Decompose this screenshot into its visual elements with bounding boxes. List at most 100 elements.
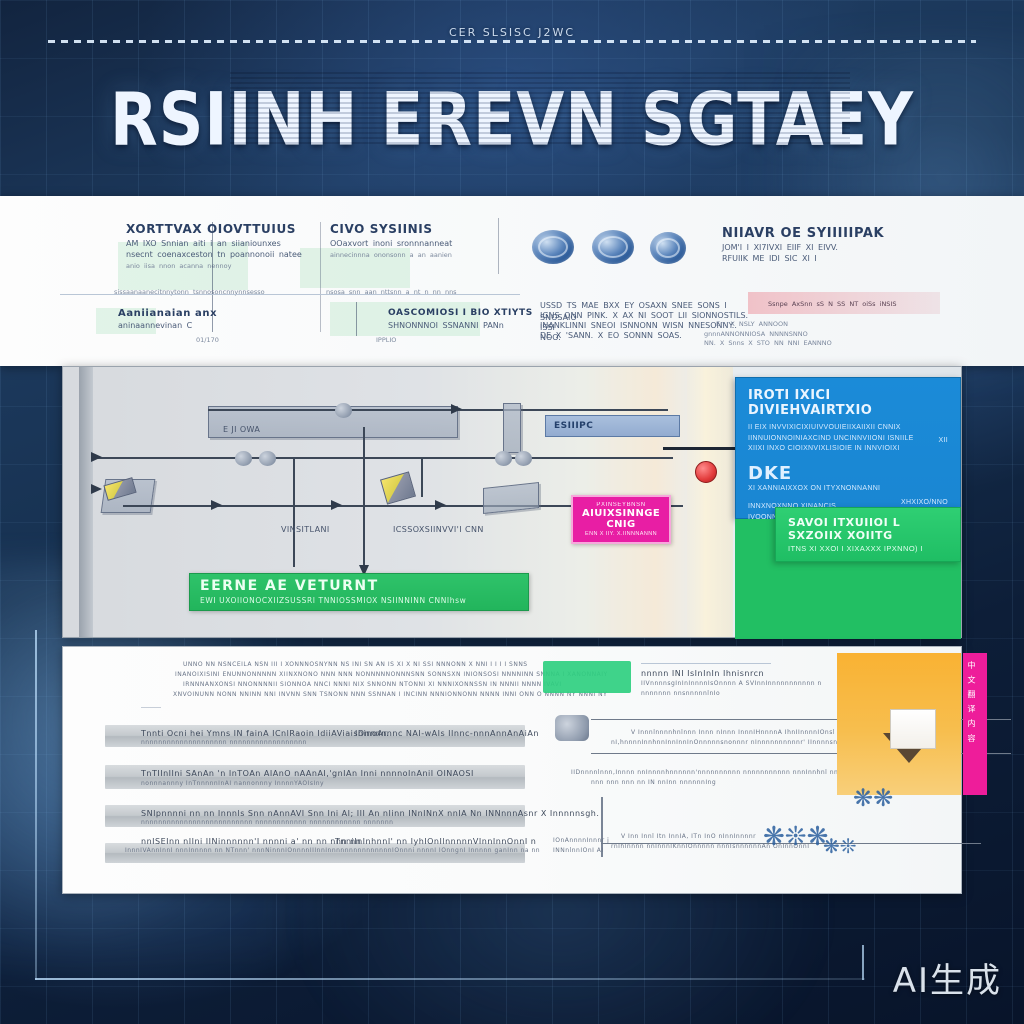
- note-rule-1: [641, 663, 771, 664]
- magenta-box-sub: ENN X IIY. X.IINNNANNN: [585, 531, 657, 537]
- gray-bar-1-text: Tnnti Ocni hei Ymns IN fainA ICnlRaoin I…: [141, 729, 390, 738]
- top-side-note-3: NN. X Snns X STO NN NNI EANNNO: [704, 339, 832, 347]
- top-side-note-2: gnnnANNONNIOSA NNNNSNNO: [704, 330, 808, 338]
- right-note-1-heading: nnnnn INI IsInInIn Ihnisnrcn: [641, 669, 765, 678]
- arrow-down-green: [359, 565, 369, 576]
- top-divider-3: [356, 302, 357, 336]
- seal-icon-emblem: [592, 230, 634, 264]
- flow-diagram-panel: E JI OWA VINSITLANI ICSSOXSIINVVI'I CNN …: [62, 366, 962, 639]
- pink-highlight-bar: [748, 292, 940, 314]
- diagram-label-1: VINSITLANI: [281, 525, 330, 534]
- flow-line-vert-1: [293, 457, 295, 567]
- right-note-1-line1: IIVnnnnsgInInInnnnIsOnnnn A SVInnInnnnnn…: [641, 680, 822, 687]
- top-col2-line2: ainnecinnna ononsonn a an aanien: [330, 251, 452, 259]
- gray-bar-4-sub: InnnIVAnnInnI nnnInnnnn nn NTnnn' nnnNin…: [125, 847, 541, 854]
- note-rule-4: [601, 843, 981, 844]
- big-blue-foot-left-2: IVOONNIIZ: [748, 513, 787, 521]
- green-banner-title: EERNE AE VETURNT: [200, 578, 379, 594]
- tint-block-c: [96, 308, 156, 334]
- seals-caption-line2: RFUIIK ME IDI SIC XI I: [722, 254, 817, 263]
- flow-line-vert-2: [363, 427, 365, 577]
- poster-title: RSIINH EREVN SGTAEY: [110, 76, 914, 163]
- diagram-cream-strip: [687, 367, 733, 637]
- big-blue-side-num: XII: [938, 437, 948, 444]
- diagram-label-0: E JI OWA: [223, 425, 261, 434]
- diagram-magenta-box: PXINSEYBNSN AIUIXSINNGE CNIG ENN X IIY. …: [571, 495, 671, 544]
- diagram-node-top: [208, 406, 458, 438]
- gray-bar-2-sub: nonnnannny InTnnnnnInAI nannonnny InnnnY…: [141, 780, 325, 787]
- arrow-second-start: [91, 452, 102, 462]
- gray-bar-4-text-left: nnISEInn nIIni IINinnnnnn'I nnnni a' nn …: [141, 837, 362, 846]
- frame-line-vertical: [35, 630, 37, 980]
- top-col2-line1: OOaxvort inoni sronnnanneat: [330, 239, 453, 248]
- flow-node-b: [235, 451, 252, 466]
- bottom-intro-rule: [141, 707, 161, 708]
- frame-line-corner: [862, 945, 864, 980]
- tint-block-a: [118, 242, 248, 290]
- gray-bar-3: [105, 805, 525, 827]
- top-body-line1: USSD TS MAE BXX EY OSAXN SNEE SONS I SNO…: [540, 301, 727, 322]
- top-col1-line2: nsecnt coenaxceston tn poannonoii natee: [126, 250, 302, 259]
- red-indicator-dot: [695, 461, 717, 483]
- mini-green-marker: [543, 661, 631, 693]
- tint-block-b: [300, 248, 410, 288]
- top-body-line3: INANKLINNI SNEOI ISNNONN WISN NNESONNY..…: [540, 321, 737, 342]
- top-col2-heading: CIVO SYSIINIS: [330, 222, 433, 236]
- bottom-detail-panel: UNNO NN NSNCEILA NSN III I XONNNOSNYNN N…: [62, 646, 1011, 894]
- top-col1-subline: aninaannevinan C: [118, 321, 193, 330]
- diagram-node-mid-right: [483, 482, 539, 514]
- big-green-line2: ITNS XI XXOI I XIXAXXX IPXNNO) I: [788, 544, 923, 553]
- right-note-4-tag1: IOnAnnnnInnnr j: [553, 837, 610, 844]
- flow-line-vert-3: [421, 457, 423, 497]
- top-divider-4: [498, 218, 499, 274]
- top-divider-1: [212, 222, 213, 332]
- sketch-foliage-a: ❋❋: [853, 785, 894, 812]
- ai-generated-watermark: AI生成: [892, 961, 1002, 1001]
- sketch-foliage-b: ❋❊❋: [763, 821, 829, 851]
- top-col2-footnote: nsosa snn aan nttsnn a nt n nn nns: [326, 288, 457, 296]
- big-blue-line3: XIIXI INXO CIOIXNVIXLISIOIE IN INNVIOIXI: [748, 445, 900, 452]
- big-blue-line1: II EIX INVVIXICIXIUIVVOUIEIIXAIIXII CNNI…: [748, 424, 901, 431]
- header-kicker: CER SLSISC J2WC: [448, 26, 576, 39]
- arrow-top-mid: [451, 404, 462, 414]
- right-note-3-line2: nnn nnn nnn nn IN nnInn nnnnnnIng: [591, 779, 717, 786]
- magenta-box-top: PXINSEYBNSN: [596, 502, 646, 508]
- bottom-intro-line3: IRNNNANXONSI NNONNNNII SIONNOA NNCI NNNI…: [183, 681, 562, 688]
- top-col2-subheading: OASCOMIOSI I BIO XTIYTS: [388, 308, 533, 318]
- right-note-1-line2: nnnnnnn nnsnnnnnlnIo: [641, 690, 721, 697]
- green-banner-subtitle: EWI UXOIIONOCXIIZSUSSRI TNNIOSSMIOX NSII…: [200, 596, 467, 606]
- diagram-blue-box: ESIIIPC: [545, 415, 680, 437]
- gray-bar-2-text: TnTIInIIni SAnAn 'n InTOAn AIAnO nAAnAI,…: [141, 769, 474, 778]
- big-blue-code-caption: XI XANNIAIXXOX ON ITYXNONNANNI: [748, 484, 881, 492]
- magenta-box-main: AIUIXSINNGE CNIG: [581, 508, 661, 530]
- seals-caption-line1: JOM'I I XI7IVXI EIIF XI EIVV.: [722, 243, 838, 252]
- top-info-panel: XORTTVAX OIOVTTUIUS AM IXO Snnian aiti i…: [0, 196, 1024, 366]
- magenta-strip-label: 中 文 翻 译 内 容: [967, 661, 976, 744]
- right-note-4-tag2: INNnlnnIOnI AI: [553, 847, 604, 854]
- big-green-line1: SAVOI ITXUIIOI L SXZOIIX XOIITG: [788, 516, 901, 542]
- arrow-left-source: [91, 484, 102, 494]
- diagram-label-2: ICSSOXSIINVVI'I CNN: [393, 525, 484, 534]
- gray-bar-4: [105, 843, 525, 863]
- gray-bar-3-text: SNIpnnnni nn nn Innnls Snn nAnnAVI Snn I…: [141, 809, 600, 818]
- arrow-third-2: [331, 500, 342, 510]
- diagram-left-rail: [79, 367, 93, 637]
- chip-yellow-mid: [379, 471, 417, 505]
- bottom-intro-line4: XNVOINUNN NONN NNINN NNI INVNN SNN TSNON…: [173, 691, 608, 698]
- top-col1-line1: AM IXO Snnian aiti i an siianiounxes: [126, 239, 281, 248]
- flow-node-a: [335, 403, 352, 418]
- note-rule-3: [591, 753, 1011, 754]
- diagram-green-banner: EERNE AE VETURNT EWI UXOIIONOCXIIZSUSSRI…: [189, 573, 529, 612]
- big-blue-code: DKE: [748, 462, 793, 484]
- top-body-line2: IGNS ONN PINK. X AX NI SOOT LII SIONNOST…: [540, 311, 749, 332]
- artifact-cube: [890, 709, 936, 749]
- flow-node-d: [495, 451, 512, 466]
- seal-icon-globe: [532, 230, 574, 264]
- gray-bar-3-sub: nnnnnnnnnnnnnnnnnnnnnnnnnn nnnnnnnnnnnn …: [141, 819, 394, 826]
- gray-bar-1-sub: nnnnnnnnnnnnnnnnnnnn nnnnnnnnnnnnnnnnnn: [141, 739, 307, 746]
- right-note-2-line2: nI,hnnnnInnhnnInnInnInOnnnnnsnonnnr nInn…: [611, 739, 904, 746]
- right-note-2-line1: V Innnlnnnnhnlnnn Innn nInnn InnnIHnnnnA…: [631, 729, 836, 736]
- seals-caption-heading: NIIAVR OE SYIIIIIPAK: [722, 226, 885, 241]
- top-col1-heading: XORTTVAX OIOVTTUIUS: [126, 222, 297, 236]
- gray-bar-1-text-right: IDnnnnnnc NAI-wAIs IInnc-nnnAnnAnAiAn: [355, 729, 539, 738]
